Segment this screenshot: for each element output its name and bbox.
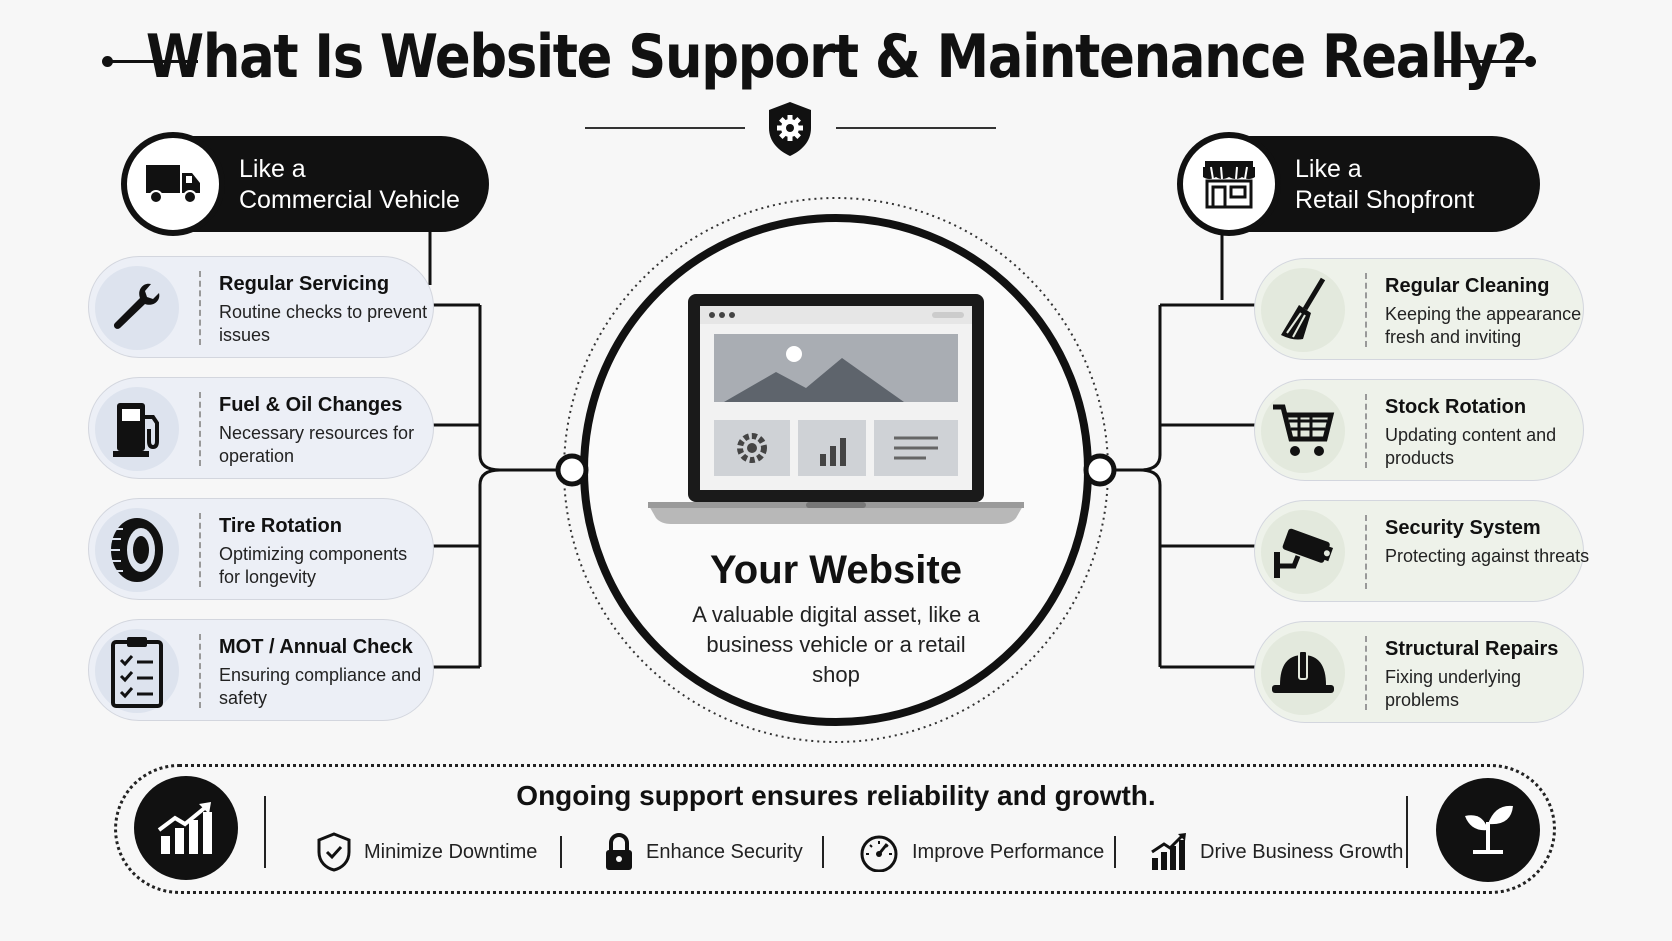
title-left-dot [102, 56, 113, 67]
bottom-panel [114, 764, 1556, 894]
benefit-drive-growth: Drive Business Growth [1150, 830, 1403, 874]
security-camera-icon [1261, 510, 1345, 594]
right-card-stock: Stock Rotation Updating content and prod… [1254, 379, 1584, 481]
benefit-label: Enhance Security [646, 840, 803, 863]
right-card-cleaning: Regular Cleaning Keeping the appearance … [1254, 258, 1584, 360]
shield-check-icon [317, 832, 351, 872]
card-description: Optimizing components for longevity [219, 544, 408, 587]
title-right-rule [1440, 60, 1530, 63]
right-header-line1: Like a [1295, 155, 1362, 183]
divider [1406, 796, 1408, 868]
card-description: Necessary resources for operation [219, 423, 415, 466]
card-title: Regular Cleaning [1385, 275, 1550, 297]
shopfront-icon [1177, 132, 1281, 236]
fuel-pump-icon [95, 387, 179, 471]
truck-icon [121, 132, 225, 236]
bottom-title: Ongoing support ensures reliability and … [516, 780, 1156, 811]
wrench-icon [95, 266, 179, 350]
laptop-icon [648, 294, 1024, 524]
card-title: Regular Servicing [219, 273, 390, 295]
sprout-icon [1436, 778, 1540, 882]
card-description: Protecting against threats [1385, 546, 1590, 566]
broom-icon [1261, 268, 1345, 352]
center-title: Your Website [710, 548, 962, 592]
benefit-label: Improve Performance [912, 840, 1105, 863]
center-description: A valuable digital asset, like a busines… [692, 602, 980, 687]
right-card-security: Security System Protecting against threa… [1254, 500, 1589, 602]
divider [560, 836, 562, 868]
card-title: Security System [1385, 517, 1541, 539]
card-description: Ensuring compliance and safety [219, 665, 422, 708]
card-title: Fuel & Oil Changes [219, 394, 403, 416]
card-title: Stock Rotation [1385, 396, 1527, 418]
left-header: Like a Commercial Vehicle [121, 132, 489, 236]
growth-chart-icon [1151, 833, 1186, 870]
card-description: Routine checks to prevent issues [219, 302, 428, 345]
subtitle-left-rule [585, 127, 745, 129]
left-header-line1: Like a [239, 155, 306, 183]
card-description: Keeping the appearance fresh and invitin… [1385, 304, 1582, 347]
hard-hat-icon [1261, 631, 1345, 715]
padlock-icon [606, 833, 632, 870]
right-header-line2: Retail Shopfront [1295, 186, 1475, 214]
benefit-label: Minimize Downtime [364, 840, 538, 863]
speedometer-icon [860, 835, 898, 872]
shield-gear-icon [769, 102, 811, 156]
growth-chart-icon [134, 776, 238, 880]
card-description: Updating content and products [1385, 425, 1557, 468]
title-right-dot [1525, 56, 1536, 67]
benefit-label: Drive Business Growth [1200, 840, 1404, 863]
divider [264, 796, 266, 868]
shopping-cart-icon [1261, 389, 1345, 473]
tire-icon [95, 508, 179, 592]
divider [822, 836, 824, 868]
left-card-mot: MOT / Annual Check Ensuring compliance a… [88, 619, 434, 721]
divider [1114, 836, 1116, 868]
benefit-minimize-downtime: Minimize Downtime [316, 830, 537, 874]
left-card-servicing: Regular Servicing Routine checks to prev… [88, 256, 434, 358]
benefit-enhance-security: Enhance Security [604, 830, 803, 874]
page-title: What Is Website Support & Maintenance Re… [145, 22, 1528, 92]
card-title: Tire Rotation [219, 515, 342, 537]
subtitle-right-rule [836, 127, 996, 129]
clipboard-checklist-icon [95, 629, 179, 713]
benefit-improve-performance: Improve Performance [858, 830, 1104, 874]
title-left-rule [108, 60, 198, 63]
card-description: Fixing underlying problems [1385, 667, 1522, 710]
card-title: Structural Repairs [1385, 638, 1559, 660]
left-card-tire: Tire Rotation Optimizing components for … [88, 498, 434, 600]
left-header-line2: Commercial Vehicle [239, 186, 460, 214]
right-header: Like a Retail Shopfront [1177, 132, 1540, 236]
right-card-repairs: Structural Repairs Fixing underlying pro… [1254, 621, 1584, 723]
card-title: MOT / Annual Check [219, 636, 413, 658]
left-card-fuel: Fuel & Oil Changes Necessary resources f… [88, 377, 434, 479]
